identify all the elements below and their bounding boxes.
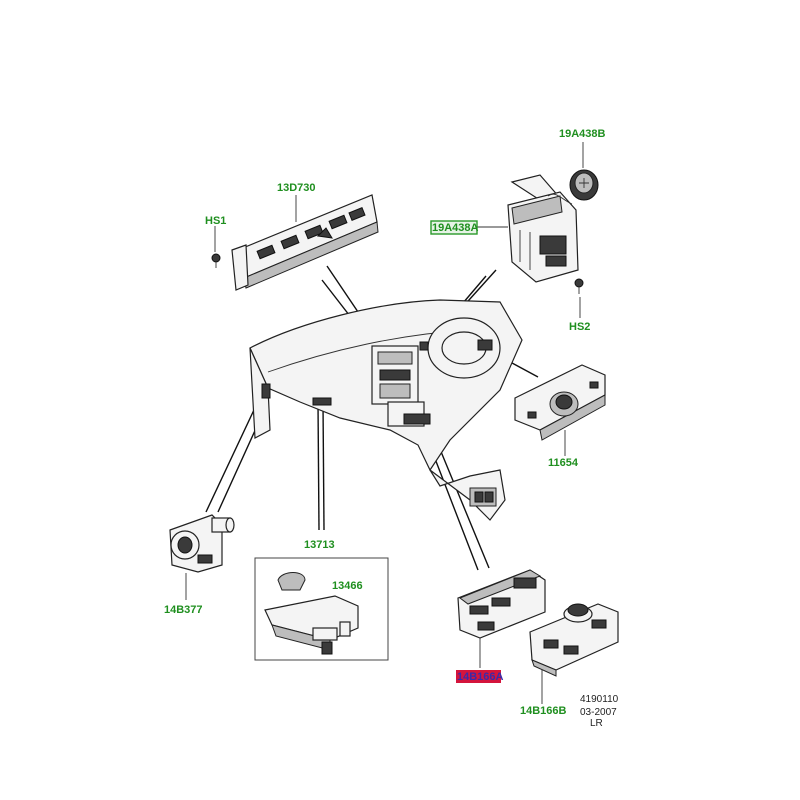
switch-pack-14b166b — [529, 603, 619, 677]
label-11654: 11654 — [548, 457, 579, 469]
reference-date: 03-2007 — [580, 707, 617, 718]
label-19a438b: 19A438B — [559, 128, 606, 140]
label-19a438a: 19A438A — [432, 222, 479, 234]
diagram-reference: 4190110 03-2007 LR — [580, 694, 619, 729]
module-19a438a — [507, 174, 584, 294]
ignition-switch-14b377 — [169, 514, 235, 573]
part-labels: 19A438B 19A438A HS1 13D730 HS2 11654 137… — [164, 128, 606, 717]
center-switch-pack-13d730 — [211, 194, 379, 291]
knob-19a438b — [569, 169, 599, 201]
label-13d730: 13D730 — [277, 182, 316, 194]
glovebox-lamp-13713 — [254, 557, 389, 661]
light-switch-11654 — [514, 364, 606, 441]
reference-trailing: LR — [590, 718, 603, 729]
label-13713: 13713 — [304, 539, 335, 551]
label-14b377: 14B377 — [164, 604, 203, 616]
label-14b166a-box — [456, 670, 501, 683]
label-13466: 13466 — [332, 580, 363, 592]
label-hs2: HS2 — [569, 321, 590, 333]
switch-pack-14b166a — [457, 569, 546, 639]
label-hs1: HS1 — [205, 215, 226, 227]
dashboard-illustration — [249, 299, 523, 521]
label-14b166b: 14B166B — [520, 705, 567, 717]
reference-number: 4190110 — [580, 694, 619, 705]
label-19a438a-box — [430, 220, 478, 235]
label-14b166a: 14B166A — [457, 671, 504, 683]
